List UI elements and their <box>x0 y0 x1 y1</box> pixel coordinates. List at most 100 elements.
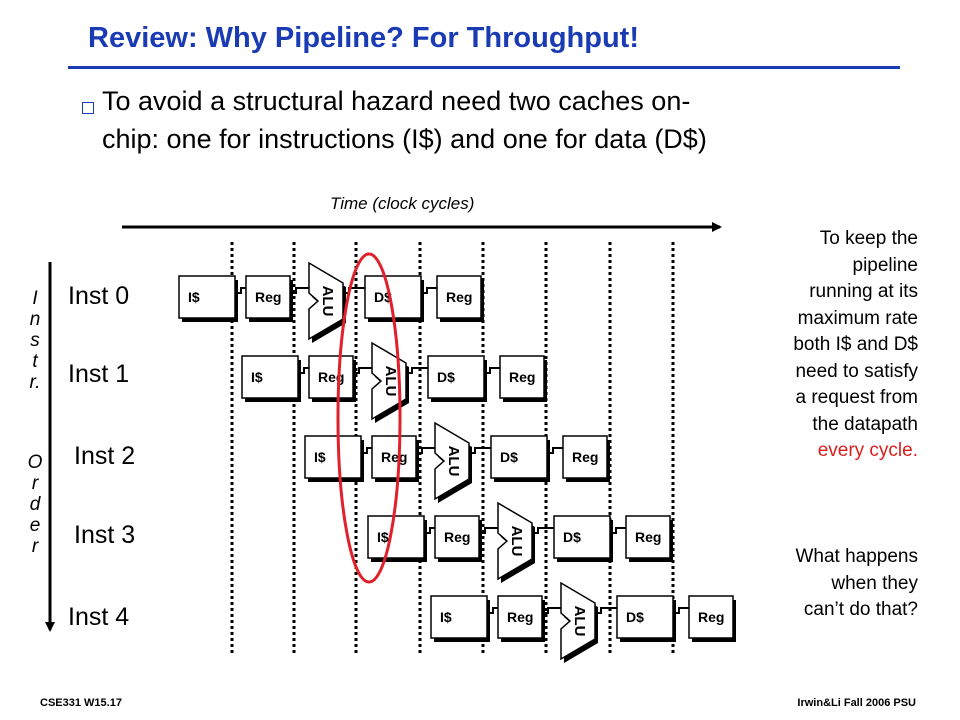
instruction-order-letter: s <box>30 330 40 351</box>
dcache-box <box>553 515 611 559</box>
icache-label: I$ <box>188 289 200 305</box>
reg-read-label: Reg <box>507 609 533 625</box>
icache-to-reg-wire <box>487 607 498 614</box>
alu-shape <box>560 581 596 661</box>
alu-to-dcache-wire <box>343 287 365 294</box>
icache-to-reg-wire <box>298 367 309 374</box>
side-note-line: the datapath <box>812 413 918 435</box>
dcache-label: D$ <box>563 529 581 545</box>
icache-to-reg-wire <box>235 287 246 294</box>
dcache-to-reg-wire <box>673 607 689 614</box>
instruction-order-letter: n <box>29 309 41 330</box>
side-question-line: when they <box>831 572 918 594</box>
reg-to-alu-wire <box>479 527 498 534</box>
reg-write-box <box>436 275 482 319</box>
footer-course-id: CSE331 W15.17 <box>40 697 122 709</box>
reg-write-label: Reg <box>698 609 724 625</box>
alu-to-dcache-wire <box>595 607 617 614</box>
dcache-to-reg-wire <box>484 367 500 374</box>
slide-title: Review: Why Pipeline? For Throughput! <box>88 22 639 54</box>
side-note-line: maximum rate <box>797 307 918 329</box>
alu-shape <box>308 261 344 341</box>
instruction-order-letter: d <box>29 494 41 515</box>
instruction-order-letter: I <box>32 288 38 309</box>
icache-box <box>367 515 425 559</box>
instruction-order-letter: O <box>27 452 43 473</box>
alu-shape <box>497 501 533 581</box>
icache-to-reg-wire <box>361 447 372 454</box>
inst-label-3: Inst 3 <box>74 521 136 549</box>
reg-write-label: Reg <box>509 369 535 385</box>
side-note-highlight: every cycle. <box>817 440 918 461</box>
side-note-line: a request from <box>795 387 919 408</box>
dcache-label: D$ <box>437 369 455 385</box>
reg-write-box <box>688 595 734 639</box>
reg-read-label: Reg <box>444 529 470 545</box>
highlight-ellipse <box>336 252 402 584</box>
alu-label: ALU <box>445 446 462 477</box>
side-note-line: pipeline <box>852 254 919 276</box>
alu-to-dcache-wire <box>469 447 491 454</box>
bullet-text-line-2: chip: one for instructions (I$) and one … <box>102 124 707 154</box>
inst-label-0: Inst 0 <box>68 282 130 310</box>
reg-write-label: Reg <box>635 529 661 545</box>
side-note-line: running at its <box>809 281 918 302</box>
reg-read-box <box>497 595 543 639</box>
alu-label: ALU <box>508 526 525 557</box>
icache-to-reg-wire <box>424 527 435 534</box>
reg-to-alu-wire <box>353 367 372 374</box>
side-question: What happens when they can’t do that? <box>722 544 918 624</box>
alu-label: ALU <box>571 606 588 637</box>
dcache-box <box>427 355 485 399</box>
icache-box <box>178 275 236 319</box>
side-note-line: To keep the <box>819 228 918 249</box>
reg-write-label: Reg <box>572 449 598 465</box>
title-underline <box>68 66 900 69</box>
reg-read-box <box>434 515 480 559</box>
reg-read-label: Reg <box>381 449 407 465</box>
icache-label: I$ <box>377 529 389 545</box>
dcache-label: D$ <box>500 449 518 465</box>
instruction-order-letter: e <box>29 515 41 536</box>
alu-to-dcache-wire <box>532 527 554 534</box>
reg-to-alu-wire <box>290 287 309 294</box>
instruction-order-letter: r. <box>29 372 41 393</box>
side-question-line: What happens <box>795 546 918 567</box>
reg-write-box <box>562 435 608 479</box>
alu-to-dcache-wire <box>406 367 428 374</box>
icache-box <box>241 355 299 399</box>
side-note-line: both I$ and D$ <box>793 334 918 355</box>
dcache-to-reg-wire <box>421 287 437 294</box>
inst-label-2: Inst 2 <box>74 442 136 470</box>
pipeline-row-2: I$ Reg ALU D$ Reg <box>304 421 610 503</box>
reg-read-label: Reg <box>255 289 281 305</box>
reg-read-box <box>308 355 354 399</box>
side-note: To keep the pipeline running at its maxi… <box>722 226 918 465</box>
icache-box <box>304 435 362 479</box>
instruction-order-letter: r <box>31 536 39 557</box>
dcache-box <box>490 435 548 479</box>
icache-box <box>430 595 488 639</box>
side-note-line: need to satisfy <box>795 360 918 382</box>
alu-shape <box>434 421 470 501</box>
alu-label: ALU <box>382 366 399 397</box>
alu-label: ALU <box>319 286 336 317</box>
footer-credit: Irwin&Li Fall 2006 PSU <box>797 697 916 709</box>
reg-read-box <box>245 275 291 319</box>
bullet-square-icon <box>82 102 94 114</box>
bullet-text-line-1: To avoid a structural hazard need two ca… <box>102 86 691 116</box>
instruction-order-letter: r <box>31 473 39 494</box>
pipeline-row-3: I$ Reg ALU D$ Reg <box>367 501 673 583</box>
time-axis-label: Time (clock cycles) <box>330 194 475 213</box>
reg-to-alu-wire <box>542 607 561 614</box>
reg-write-box <box>625 515 671 559</box>
icache-label: I$ <box>314 449 326 465</box>
instruction-order-letter: t <box>32 351 38 372</box>
side-question-line: can’t do that? <box>803 599 918 620</box>
dcache-label: D$ <box>626 609 644 625</box>
dcache-to-reg-wire <box>547 447 563 454</box>
